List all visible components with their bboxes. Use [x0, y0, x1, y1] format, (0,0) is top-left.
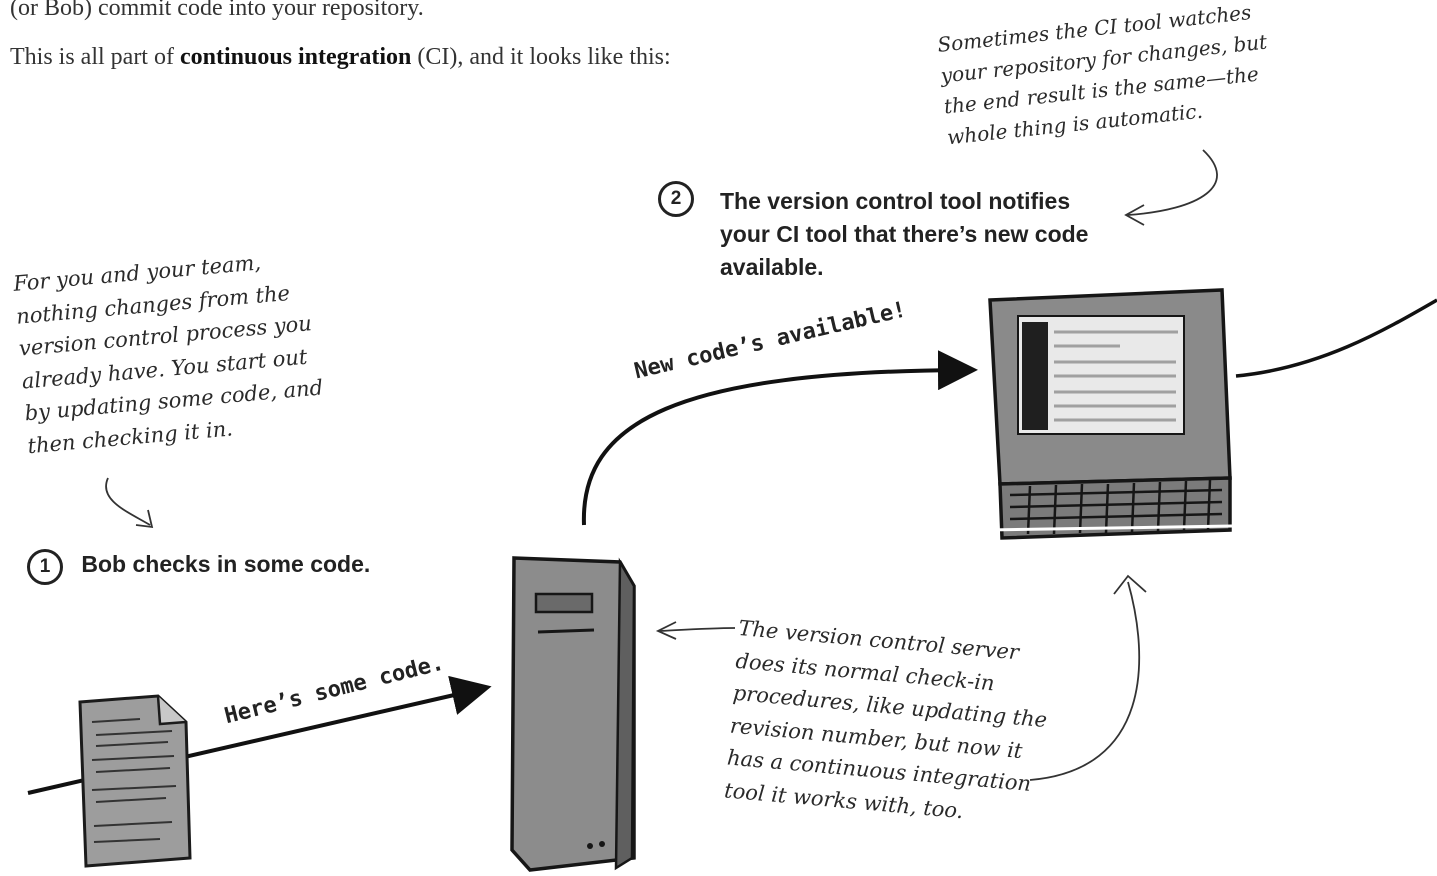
step-2-badge: 2 — [658, 181, 694, 217]
pointer-to-laptop — [1029, 581, 1141, 781]
ci-laptop-icon — [987, 288, 1233, 540]
pointer-server-note — [659, 627, 736, 632]
intro-text-start: This is all part of — [10, 44, 180, 70]
pointer-server-note-head — [655, 621, 677, 640]
pointer-team-note-head — [135, 509, 154, 529]
version-control-server-icon — [510, 556, 636, 872]
step-1-text: Bob checks in some code. — [81, 551, 371, 577]
pointer-to-laptop-head — [1113, 574, 1147, 595]
step-1-badge: 1 — [27, 549, 63, 585]
step-2-text: The version control tool notifies your C… — [720, 185, 1088, 284]
step-2-line: your CI tool that there’s new code — [720, 221, 1089, 247]
intro-text-end: (CI), and it looks like this: — [411, 44, 671, 70]
pointer-ci-watch — [1127, 149, 1218, 216]
pointer-team-note — [105, 477, 151, 526]
step-1: 1 Bob checks in some code. — [27, 548, 370, 585]
arrow-ci-out — [1235, 298, 1437, 378]
code-document-icon — [78, 694, 192, 868]
arrow-server-to-ci — [581, 350, 978, 526]
pointer-ci-watch-head — [1124, 204, 1145, 226]
intro-term-ci: continuous integration — [179, 44, 412, 70]
step-2-badge-wrap: 2 — [658, 181, 694, 217]
intro-paragraph: This is all part of continuous integrati… — [10, 41, 710, 73]
step-2-line: available. — [720, 254, 824, 280]
intro-top-line: (or Bob) commit code into your repositor… — [10, 0, 424, 21]
step-2-line: The version control tool notifies — [720, 188, 1071, 214]
